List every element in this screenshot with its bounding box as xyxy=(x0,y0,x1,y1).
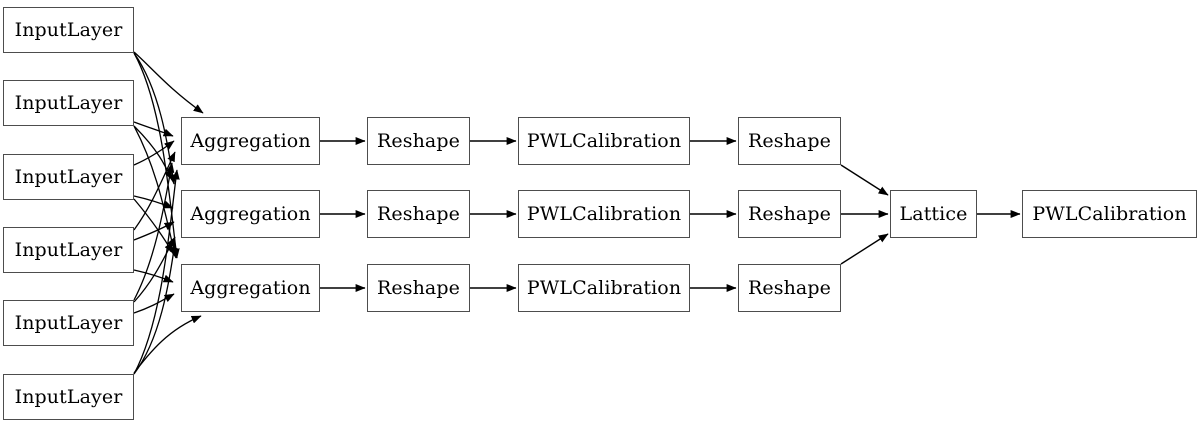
edge-input2-aggregation3 xyxy=(133,125,178,259)
edge-reshape-b1-lattice xyxy=(840,164,889,196)
node-label-input-6: InputLayer xyxy=(14,385,123,408)
node-input-6[interactable]: InputLayer xyxy=(3,374,134,420)
edge-input6-aggregation2 xyxy=(133,242,178,375)
node-label-aggregation-1: Aggregation xyxy=(190,129,311,152)
edge-input2-aggregation1 xyxy=(133,121,174,137)
edge-input4-aggregation1 xyxy=(133,151,176,231)
node-aggregation-2[interactable]: Aggregation xyxy=(181,190,320,238)
node-label-input-5: InputLayer xyxy=(14,311,123,334)
node-label-aggregation-2: Aggregation xyxy=(190,202,311,225)
node-label-input-3: InputLayer xyxy=(14,165,123,188)
edge-input3-aggregation3 xyxy=(133,198,174,254)
edge-input1-aggregation1 xyxy=(133,51,204,114)
edge-input6-aggregation3 xyxy=(133,315,202,374)
node-label-reshape-b3: Reshape xyxy=(748,276,831,299)
node-label-aggregation-3: Aggregation xyxy=(190,276,311,299)
edge-input3-aggregation2 xyxy=(133,195,174,209)
edge-input3-aggregation1 xyxy=(133,140,175,166)
node-label-reshape-a3: Reshape xyxy=(377,276,460,299)
node-reshape-b2[interactable]: Reshape xyxy=(738,190,841,238)
node-reshape-a3[interactable]: Reshape xyxy=(367,264,470,312)
node-label-pwl-2: PWLCalibration xyxy=(526,202,682,225)
node-input-5[interactable]: InputLayer xyxy=(3,300,134,346)
node-reshape-a1[interactable]: Reshape xyxy=(367,117,470,165)
edge-input4-aggregation2 xyxy=(133,221,175,241)
node-reshape-b3[interactable]: Reshape xyxy=(738,264,841,312)
edge-input5-aggregation3 xyxy=(133,293,175,314)
node-input-3[interactable]: InputLayer xyxy=(3,154,134,200)
node-label-pwl-3: PWLCalibration xyxy=(526,276,682,299)
edge-input5-aggregation1 xyxy=(133,162,175,301)
edge-input4-aggregation3 xyxy=(133,269,174,283)
node-lattice[interactable]: Lattice xyxy=(890,190,977,238)
node-label-lattice: Lattice xyxy=(899,202,968,225)
node-input-4[interactable]: InputLayer xyxy=(3,227,134,273)
node-pwl-2[interactable]: PWLCalibration xyxy=(518,190,690,238)
node-reshape-b1[interactable]: Reshape xyxy=(738,117,841,165)
edge-reshape-b3-lattice xyxy=(840,233,889,265)
edge-input1-aggregation3 xyxy=(133,52,180,259)
node-reshape-a2[interactable]: Reshape xyxy=(367,190,470,238)
node-pwl-3[interactable]: PWLCalibration xyxy=(518,264,690,312)
node-input-1[interactable]: InputLayer xyxy=(3,7,134,53)
node-label-pwl-1: PWLCalibration xyxy=(526,129,682,152)
node-label-reshape-a2: Reshape xyxy=(377,202,460,225)
edge-input5-aggregation2 xyxy=(133,236,176,303)
node-pwl-out[interactable]: PWLCalibration xyxy=(1022,190,1197,238)
node-input-2[interactable]: InputLayer xyxy=(3,80,134,126)
node-aggregation-1[interactable]: Aggregation xyxy=(181,117,320,165)
node-label-input-2: InputLayer xyxy=(14,91,123,114)
node-label-input-4: InputLayer xyxy=(14,238,123,261)
edge-input1-aggregation2 xyxy=(133,52,177,185)
node-label-pwl-out: PWLCalibration xyxy=(1032,202,1187,225)
node-aggregation-3[interactable]: Aggregation xyxy=(181,264,320,312)
node-label-reshape-b2: Reshape xyxy=(748,202,831,225)
edge-input2-aggregation2 xyxy=(133,125,173,181)
node-label-input-1: InputLayer xyxy=(14,18,123,41)
edge-input6-aggregation1 xyxy=(133,169,180,375)
node-label-reshape-a1: Reshape xyxy=(377,129,460,152)
node-label-reshape-b1: Reshape xyxy=(748,129,831,152)
node-pwl-1[interactable]: PWLCalibration xyxy=(518,117,690,165)
